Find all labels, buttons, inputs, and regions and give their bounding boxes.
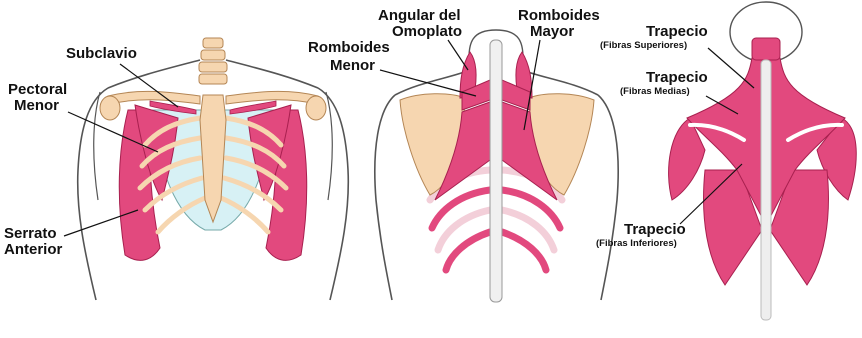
label-trapecio-sup-1: Trapecio <box>646 23 708 40</box>
spine-trapezius <box>761 60 771 320</box>
label-pectoral-menor-1: Pectoral <box>8 81 67 98</box>
cervical-spine <box>199 38 227 84</box>
label-angular-2: Omoplato <box>392 23 462 40</box>
label-subclavio: Subclavio <box>66 45 137 62</box>
panel-posterior-upper-back: Angular del Omoplato Romboides Menor Rom… <box>308 7 618 302</box>
arm-outline-right <box>326 92 332 200</box>
label-serrato-anterior-2: Anterior <box>4 241 63 258</box>
label-trapecio-med-2: (Fibras Medias) <box>620 86 690 97</box>
spine-posterior <box>490 40 502 302</box>
label-angular-1: Angular del <box>378 7 461 24</box>
label-romboides-menor-2: Menor <box>330 57 375 74</box>
leader-angular <box>448 40 468 70</box>
label-trapecio-sup-2: (Fibras Superiores) <box>600 40 687 51</box>
label-romboides-mayor-1: Romboides <box>518 7 600 24</box>
panel-anterior-chest: Subclavio Pectoral Menor Serrato Anterio… <box>4 38 348 300</box>
neck-muscles <box>752 38 780 60</box>
label-trapecio-inf-2: (Fibras Inferiores) <box>596 238 677 249</box>
label-romboides-menor-1: Romboides <box>308 39 390 56</box>
label-romboides-mayor-2: Mayor <box>530 23 574 40</box>
humerus-head-left <box>100 96 120 120</box>
label-serrato-anterior-1: Serrato <box>4 225 57 242</box>
label-trapecio-inf-1: Trapecio <box>624 221 686 238</box>
panel-posterior-trapezius: Trapecio (Fibras Superiores) Trapecio (F… <box>596 2 856 320</box>
label-pectoral-menor-2: Menor <box>14 97 59 114</box>
arm-outline-left <box>94 92 100 200</box>
label-trapecio-med-1: Trapecio <box>646 69 708 86</box>
humerus-head-right <box>306 96 326 120</box>
